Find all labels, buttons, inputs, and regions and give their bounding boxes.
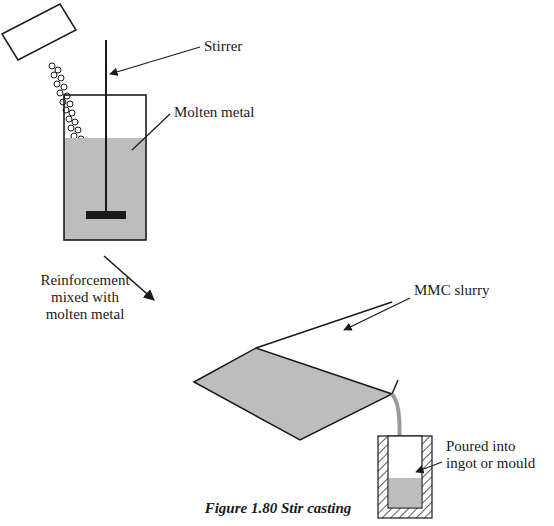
leader-line [416, 462, 442, 472]
part-label: Poured into ingot or mould [446, 438, 550, 472]
mould [378, 436, 432, 518]
ladle [194, 348, 392, 440]
leader-line [344, 298, 410, 330]
stirrer-paddle [86, 211, 126, 219]
leader-line [132, 114, 170, 150]
poured-metal [389, 478, 421, 507]
part-label: MMC slurry [414, 282, 524, 299]
part-label: Molten metal [174, 104, 284, 121]
process-note: Reinforcement mixed with molten metal [30, 272, 140, 323]
leader-line [110, 47, 200, 74]
part-label: Stirrer [204, 38, 274, 55]
powder-container [2, 4, 76, 60]
ladle-rim [256, 302, 392, 348]
ladle-spout [392, 380, 398, 394]
stirrer-rod [105, 40, 107, 212]
figure-caption: Figure 1.80 Stir casting [205, 500, 352, 517]
